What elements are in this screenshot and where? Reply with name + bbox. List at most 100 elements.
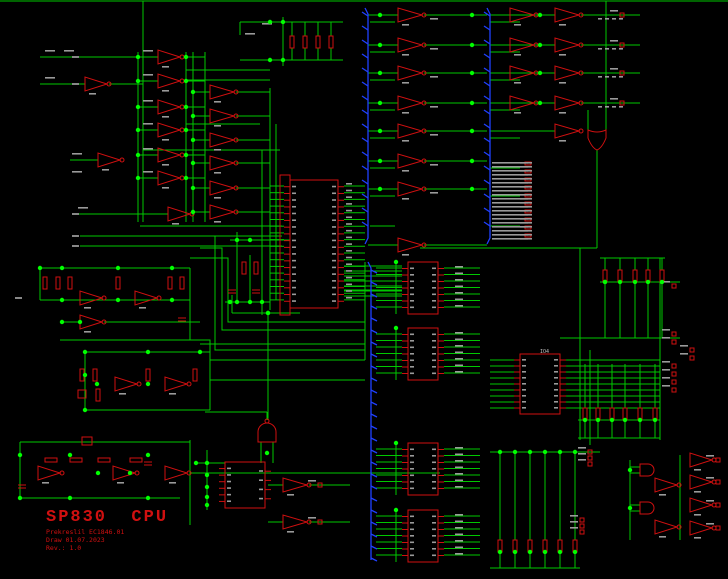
small-label	[598, 48, 602, 50]
connector	[579, 529, 585, 535]
wire	[483, 207, 491, 213]
wire	[361, 165, 369, 171]
junction-dot	[197, 349, 203, 355]
wire	[370, 461, 378, 466]
small-label	[292, 199, 296, 201]
inverter-gate	[112, 465, 137, 481]
wire	[361, 11, 369, 17]
small-label	[570, 527, 578, 529]
resistor	[179, 276, 185, 290]
small-label	[455, 527, 463, 529]
junction-dot	[183, 152, 189, 158]
wire	[483, 151, 491, 157]
small-label	[410, 528, 414, 531]
inverter-gate	[397, 65, 424, 81]
small-label	[402, 140, 409, 142]
small-label	[346, 196, 352, 198]
cpu-ic	[289, 179, 339, 309]
junction-dot	[169, 297, 175, 303]
junction-dot	[190, 160, 196, 166]
resistor	[328, 35, 334, 49]
wire	[370, 389, 378, 394]
small-label	[492, 198, 532, 200]
small-label	[346, 223, 352, 225]
small-label	[610, 68, 618, 70]
small-label	[410, 541, 414, 544]
junction-dot	[82, 349, 88, 355]
small-label	[520, 202, 528, 204]
junction-dot	[77, 319, 83, 325]
junction-dot	[627, 467, 633, 473]
small-label	[292, 259, 296, 262]
small-label	[432, 346, 436, 349]
small-label	[455, 371, 463, 373]
small-label	[410, 300, 414, 302]
small-label	[578, 459, 586, 461]
small-label	[598, 76, 602, 78]
small-label	[162, 187, 169, 189]
junction-dot	[267, 57, 273, 63]
small-label	[492, 170, 532, 172]
cpu-pinstrip	[279, 174, 291, 316]
small-label	[292, 226, 296, 228]
wire	[361, 109, 369, 115]
junction-dot	[582, 417, 588, 423]
junction-dot	[264, 450, 270, 456]
small-label	[694, 491, 701, 493]
small-label	[520, 206, 528, 208]
wire	[483, 11, 491, 17]
small-label	[227, 480, 231, 483]
wire	[361, 193, 369, 199]
nand-gate	[257, 422, 277, 443]
small-label	[346, 183, 352, 185]
small-label	[432, 541, 436, 544]
wire	[361, 207, 369, 213]
inverter-gate	[554, 37, 581, 53]
small-label	[332, 246, 336, 248]
small-label	[410, 487, 414, 490]
small-label	[292, 212, 296, 215]
inverter-gate	[157, 99, 182, 115]
small-label	[332, 253, 336, 255]
inverter-bubble	[233, 209, 239, 215]
inverter-gate	[554, 95, 581, 111]
small-label	[432, 455, 436, 457]
small-label	[706, 523, 714, 525]
junction-dot	[183, 78, 189, 84]
junction-dot	[527, 449, 533, 455]
junction-dot	[627, 505, 633, 511]
small-label	[522, 395, 526, 397]
wire	[370, 545, 378, 550]
small-label	[612, 106, 616, 108]
small-label	[520, 194, 528, 196]
junction-dot	[145, 452, 151, 458]
small-label	[554, 407, 558, 409]
inverter-gate	[397, 153, 424, 169]
junction-dot	[469, 128, 475, 134]
small-label	[520, 182, 528, 184]
small-label	[410, 340, 414, 342]
inverter-gate	[209, 84, 236, 100]
small-label	[410, 461, 414, 464]
small-label	[492, 194, 532, 196]
small-label	[492, 218, 532, 220]
small-label	[455, 546, 463, 549]
small-label	[520, 218, 528, 220]
junction-dot	[267, 19, 273, 25]
small-label	[559, 54, 566, 56]
inverter-bubble	[421, 242, 427, 248]
small-label	[432, 554, 436, 557]
small-label	[410, 515, 414, 518]
small-label	[554, 395, 558, 397]
small-label	[455, 272, 463, 275]
wire	[370, 281, 378, 286]
small-label	[432, 353, 436, 355]
small-label	[410, 274, 414, 276]
small-label	[262, 23, 272, 25]
junction-dot	[227, 299, 233, 305]
wire	[200, 247, 365, 331]
inverter-bubble	[233, 185, 239, 191]
small-label	[410, 366, 414, 368]
small-label	[169, 393, 176, 395]
